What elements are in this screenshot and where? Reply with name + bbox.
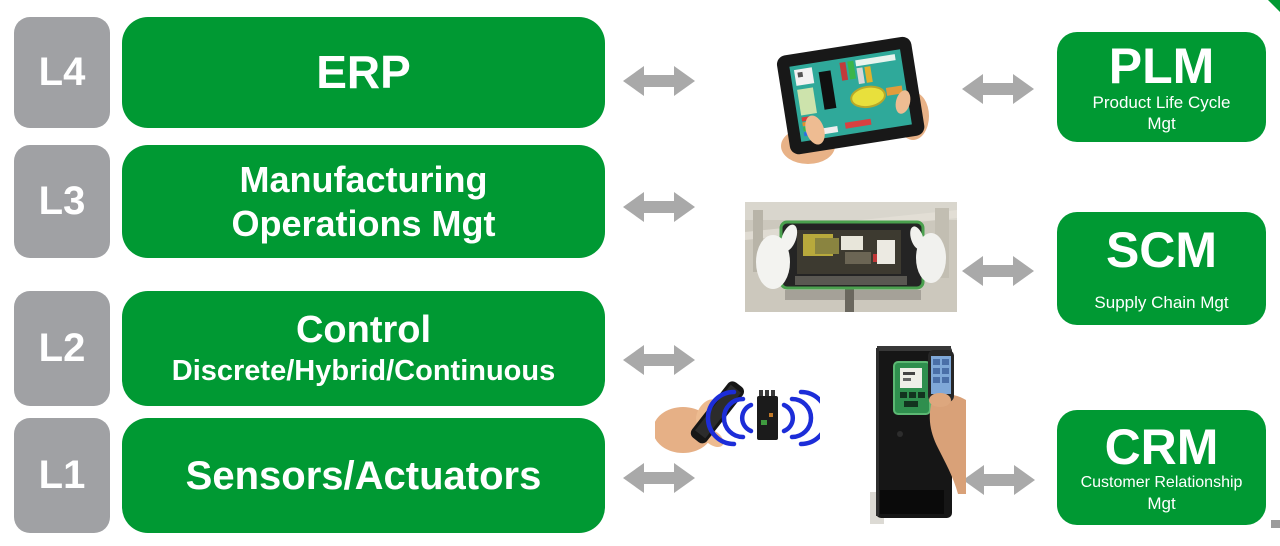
system-name: Product Life Cycle [1092, 93, 1231, 112]
bidirectional-arrow-icon [963, 465, 1035, 495]
system-name: Customer Relationship [1080, 474, 1243, 492]
system-name-line2: Mgt [1147, 114, 1176, 134]
bidirectional-arrow-icon [623, 66, 695, 96]
ar-tablet-machine-photo [745, 202, 957, 312]
level-box-title-line2: Operations Mgt [231, 202, 496, 244]
level-badge-label: L3 [38, 179, 86, 223]
system-acronym: PLM [1108, 37, 1215, 94]
system-box-scm: SCM Supply Chain Mgt [1057, 212, 1266, 325]
bidirectional-arrow-icon [623, 192, 695, 222]
system-box-crm: CRM Customer Relationship Mgt [1057, 410, 1266, 525]
level-box-control: Control Discrete/Hybrid/Continuous [122, 291, 605, 406]
level-badge-l4: L4 [14, 17, 110, 128]
level-box-title: ERP [316, 45, 411, 98]
level-box-sensors-actuators: Sensors/Actuators [122, 418, 605, 533]
tablet-hmi-photo [776, 36, 929, 164]
system-name-line2: Mgt [1147, 494, 1176, 514]
level-box-manufacturing-operations: Manufacturing Operations Mgt [122, 145, 605, 258]
level-badge-label: L4 [38, 50, 86, 94]
level-box-title: Sensors/Actuators [185, 453, 542, 498]
level-badge-l2: L2 [14, 291, 110, 406]
bidirectional-arrow-icon [623, 345, 695, 375]
bidirectional-arrow-icon [962, 256, 1034, 286]
system-acronym: SCM [1105, 221, 1218, 278]
corner-accent [1268, 0, 1280, 12]
cabinet-phone-scan-photo [870, 346, 966, 524]
level-box-title: Manufacturing [239, 159, 488, 201]
level-badge-label: L2 [38, 326, 86, 370]
edge-artifact [1271, 520, 1280, 528]
bidirectional-arrow-icon [962, 74, 1034, 104]
level-box-title: Control [295, 309, 432, 352]
level-box-erp: ERP [122, 17, 605, 128]
bidirectional-arrow-icon [623, 463, 695, 493]
level-badge-label: L1 [38, 453, 86, 497]
phone-wireless-relay-photo [655, 381, 820, 453]
system-name: Supply Chain Mgt [1094, 293, 1229, 313]
system-acronym: CRM [1104, 418, 1219, 475]
level-box-subtitle: Discrete/Hybrid/Continuous [171, 354, 556, 387]
level-badge-l1: L1 [14, 418, 110, 533]
system-box-plm: PLM Product Life Cycle Mgt [1057, 32, 1266, 142]
level-badge-l3: L3 [14, 145, 110, 258]
